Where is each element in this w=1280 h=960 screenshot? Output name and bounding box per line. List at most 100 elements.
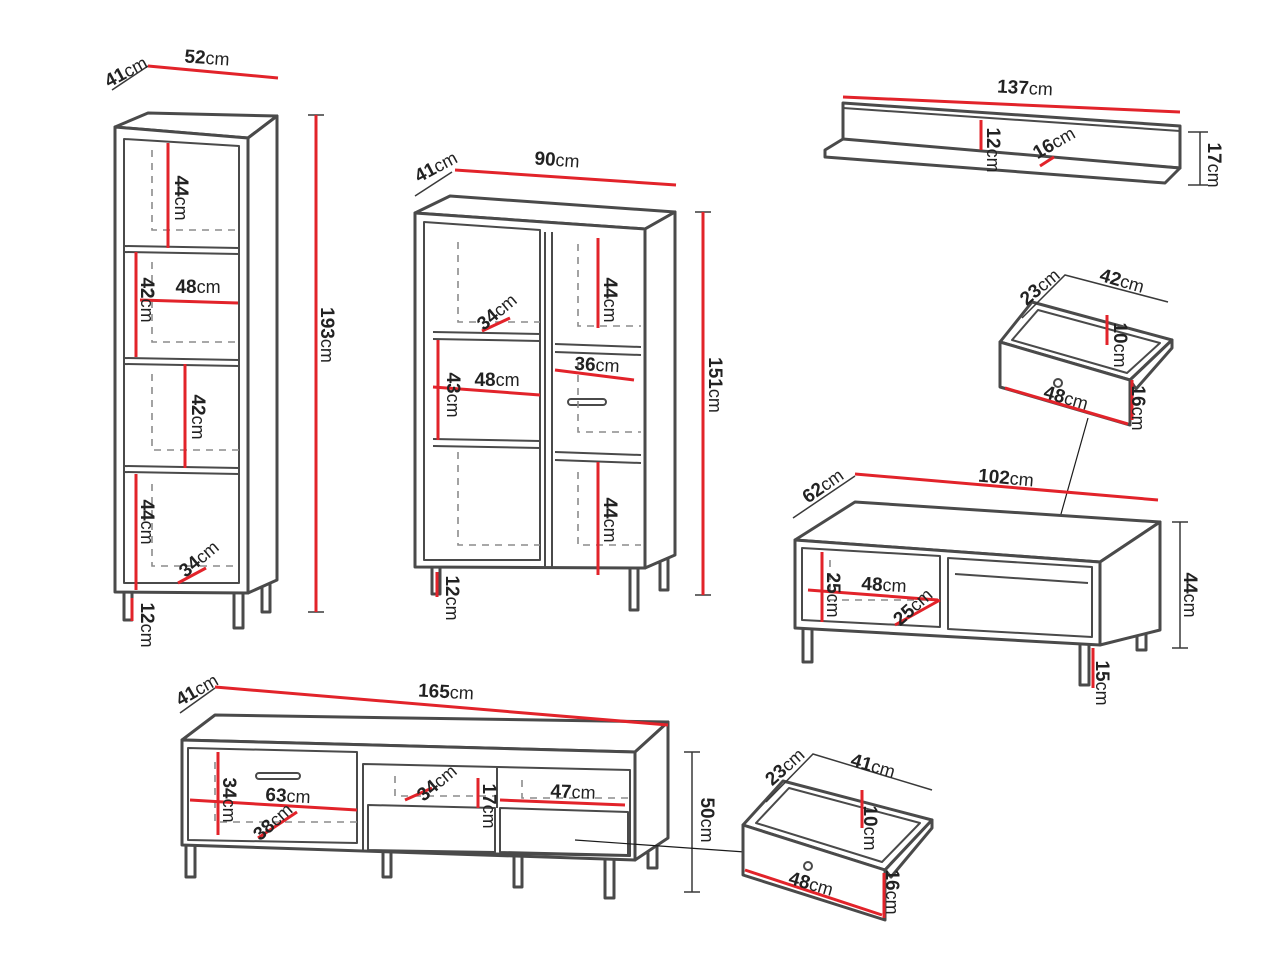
dimension-value: 34 [219, 777, 240, 799]
tv-stand-leg [603, 855, 616, 900]
dimension-unit: cm [286, 786, 311, 807]
dimension-unit: cm [697, 819, 717, 843]
dimension-value: 15 [1092, 660, 1113, 682]
tv-stand-leg [381, 848, 393, 879]
coffee-table-drawer-drawing [998, 300, 1174, 427]
tall-cabinet-shelves [123, 245, 240, 475]
drawer-box-inside [1011, 309, 1161, 374]
tv-stand-depth-label: 41cm [172, 670, 222, 711]
dimension-value: 47 [550, 781, 572, 803]
display-cabinet-left-height-label: 43cm [443, 372, 464, 417]
drawer-width-label: 41cm [848, 750, 897, 783]
dimension-value: 25 [823, 572, 844, 594]
dimension-unit: cm [171, 197, 191, 221]
coffee-table-dimension-lines [792, 472, 1188, 688]
tall-cabinet-drawing [113, 111, 279, 630]
display-cabinet-leg-height-label: 12cm [442, 575, 463, 620]
display-cabinet-shelves [432, 331, 642, 464]
tv-stand-drawer-dimension-lines [744, 753, 933, 918]
dimension-unit: cm [555, 150, 580, 172]
coffee-table-compartment-width-label: 48cm [861, 573, 907, 596]
display-cabinet-width-label: 90cm [534, 148, 580, 172]
coffee-table-hidden-lines [829, 560, 940, 601]
tall-cabinet-bottom-compartment-label: 44cm [137, 499, 158, 544]
dimension-value: 165 [418, 680, 451, 703]
tv-stand-drawer-front [499, 807, 629, 856]
drawer-inner-height-label: 10cm [1110, 322, 1131, 367]
dimension-value: 12 [442, 575, 463, 596]
display-cabinet-front [413, 211, 647, 570]
tall-cabinet-third-compartment-label: 42cm [188, 394, 209, 439]
dimension-unit: cm [1128, 407, 1148, 431]
dimension-unit: cm [1118, 271, 1147, 297]
dimension-value: 36 [574, 353, 596, 375]
dimension-unit: cm [983, 149, 1003, 173]
dimension-unit: cm [600, 519, 620, 543]
dimension-unit: cm [317, 339, 337, 363]
display-cabinet-upper-right-height-label: 44cm [600, 277, 621, 322]
tall-cabinet-leg [232, 588, 245, 630]
dimension-value: 48 [861, 573, 883, 595]
dimension-unit: cm [137, 299, 157, 323]
coffee-table-drawer-edge [954, 573, 1089, 584]
dimension-unit: cm [449, 682, 474, 703]
dimension-value: 137 [997, 76, 1030, 99]
dimension-unit: cm [600, 299, 620, 323]
dimension-value: 44 [600, 277, 621, 299]
drawer-front-height-label: 16cm [882, 869, 903, 914]
tall-cabinet-top-compartment-label: 44cm [171, 175, 192, 220]
dimension-unit: cm [571, 782, 596, 803]
coffee-table-leg [1078, 641, 1091, 687]
dimension-value: 44 [1180, 572, 1201, 594]
drawer-box-inside [755, 787, 921, 863]
display-cabinet-left-width-label: 48cm [474, 370, 519, 391]
wall-shelf-drawing [823, 101, 1182, 185]
dimension-unit: cm [1110, 344, 1130, 368]
tv-stand-left-height-label: 34cm [219, 777, 240, 822]
tv-stand-drawing [180, 713, 670, 900]
display-cabinet-leg [628, 564, 640, 612]
dimension-unit: cm [479, 805, 499, 829]
coffee-table-depth-label: 62cm [798, 464, 847, 507]
dimension-value: 50 [697, 797, 718, 818]
drawer-front-height-label: 16cm [1128, 385, 1149, 430]
tv-stand-drawer-front [367, 804, 496, 853]
dimension-value: 193 [317, 307, 338, 339]
tv-stand-door-handle [255, 772, 301, 780]
tall-cabinet-glass-frame [123, 138, 240, 584]
display-cabinet-hidden-lines [457, 242, 641, 546]
tv-stand-hidden-lines [214, 762, 628, 823]
coffee-table-width-label: 102cm [977, 465, 1034, 491]
drawer-side-panel [883, 818, 934, 879]
dimension-unit: cm [1204, 164, 1224, 188]
dimension-value: 44 [600, 497, 621, 519]
tv-stand-shelf-width-label: 47cm [550, 781, 596, 804]
tall-cabinet-depth-label: 41cm [101, 52, 151, 92]
drawer-side-panel [1128, 338, 1174, 391]
tall-cabinet-second-compartment-label: 42cm [137, 277, 158, 322]
tall-cabinet-hidden-lines [151, 150, 239, 567]
tall-cabinet-leg-height-label: 12cm [137, 602, 158, 647]
coffee-table-labels: 62cm 102cm 25cm 48cm 25cm 44cm 15cm [798, 464, 1201, 706]
dimension-unit: cm [1009, 468, 1035, 490]
tv-stand-drawer-drawing [741, 779, 934, 922]
wall-shelf-board [823, 137, 1182, 185]
dimension-unit: cm [882, 891, 902, 915]
display-cabinet-side [643, 210, 677, 570]
wall-shelf-height-label: 17cm [1204, 142, 1225, 187]
drawer-knob [803, 861, 813, 871]
dimension-unit: cm [705, 389, 725, 413]
coffee-table-drawer-dimension-lines [1004, 274, 1169, 611]
tall-cabinet-height-label: 193cm [317, 307, 338, 363]
display-cabinet-depth-label: 41cm [411, 147, 461, 187]
tall-cabinet-width-label: 52cm [184, 46, 230, 70]
tv-stand-dimension-lines [179, 685, 746, 893]
wall-shelf-width-label: 137cm [997, 76, 1054, 100]
tv-stand-left-width-label: 63cm [265, 784, 311, 807]
coffee-table-leg-height-label: 15cm [1092, 660, 1113, 705]
tv-stand-width-label: 165cm [418, 680, 475, 704]
drawer-width-label: 42cm [1097, 265, 1146, 298]
tv-stand-left-door [187, 747, 358, 844]
wall-shelf-dimension-lines [842, 95, 1208, 186]
dimension-unit: cm [595, 355, 620, 376]
